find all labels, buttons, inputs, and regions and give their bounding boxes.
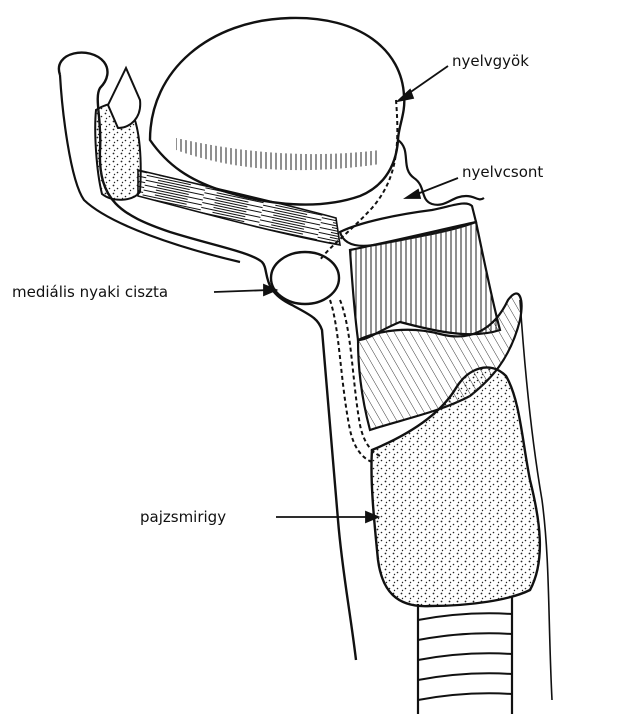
arrowhead-hyoid [406, 190, 420, 198]
label-hyoid-bone: nyelvcsont [462, 163, 543, 181]
label-thyroid-gland: pajzsmirigy [140, 508, 226, 526]
trachea-rings [418, 613, 512, 700]
tongue [150, 18, 404, 205]
label-median-neck-cyst: mediális nyaki ciszta [12, 283, 168, 301]
arrow-cyst [214, 290, 270, 292]
label-tongue-root: nyelvgyök [452, 52, 529, 70]
median-neck-cyst [271, 252, 339, 304]
